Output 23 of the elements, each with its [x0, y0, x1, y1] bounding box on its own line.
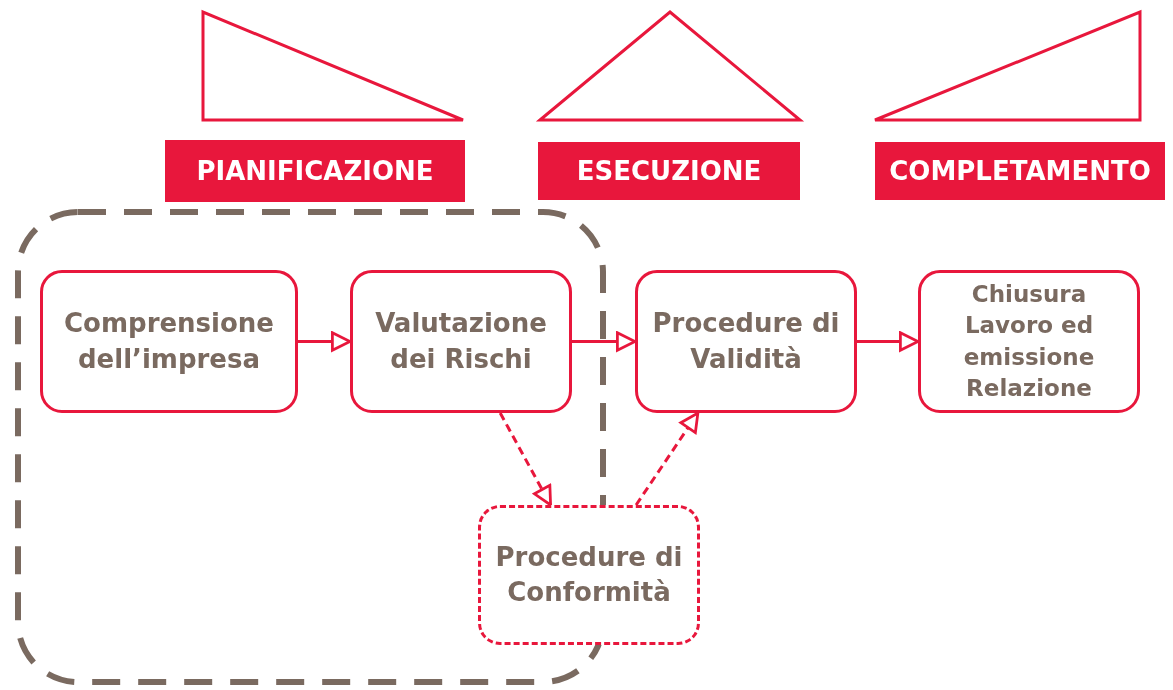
arrow [298, 331, 352, 352]
process-box [478, 505, 700, 645]
box-label: Procedure di Conformità [494, 540, 684, 609]
phase-banner [165, 140, 465, 202]
arrow [634, 411, 700, 506]
process-box [350, 270, 572, 413]
process-box [40, 270, 298, 413]
phase-banner [538, 142, 800, 200]
box-label: Chiusura Lavoro ed emissione Relazione [962, 280, 1096, 403]
phase-label: ESECUZIONE [576, 156, 762, 186]
process-box [918, 270, 1140, 413]
arrow [857, 331, 920, 352]
arrow [572, 331, 637, 352]
phase-label: COMPLETAMENTO [889, 156, 1151, 186]
process-box [635, 270, 857, 413]
phase-banner [875, 142, 1165, 200]
phase-triangle [203, 12, 463, 120]
phase-label: PIANIFICAZIONE [196, 156, 434, 186]
box-label: Comprensione dell’impresa [63, 307, 275, 376]
box-label: Procedure di Validità [651, 307, 841, 376]
box-label: Valutazione dei Rischi [374, 307, 548, 376]
phase-triangle [875, 12, 1140, 120]
arrow [498, 412, 552, 507]
